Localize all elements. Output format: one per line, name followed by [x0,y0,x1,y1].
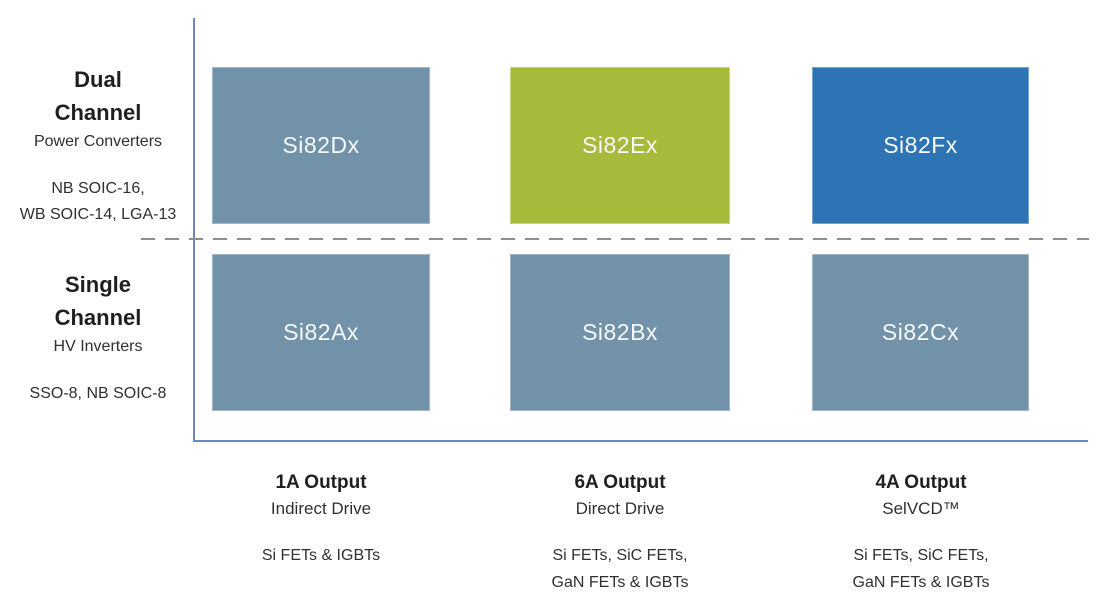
column-devices-label: Si FETs, SiC FETs, GaN FETs & IGBTs [551,547,689,591]
column-drive-label: Direct Drive [575,499,665,518]
product-cell-label: Si82Ax [283,319,359,345]
row-title: Dual Channel [54,67,142,125]
column-output-label: 4A Output [875,472,967,493]
product-cell-si82bx[interactable]: Si82Bx [510,254,730,411]
product-cell-label: Si82Cx [881,319,960,345]
product-cell-si82ex[interactable]: Si82Ex [510,67,730,224]
row-packages: NB SOIC-16, WB SOIC-14, LGA-13 [19,180,177,223]
product-cell-label: Si82Fx [883,132,958,158]
row-divider-dashed-line [141,238,1089,240]
column-footer-6a-output: 6A Output Direct Drive Si FETs, SiC FETs… [470,470,770,596]
y-axis-line [193,18,195,442]
product-cell-si82ax[interactable]: Si82Ax [212,254,430,411]
column-drive-label: Indirect Drive [270,499,372,518]
column-output-label: 1A Output [275,472,367,493]
column-devices-label: Si FETs, SiC FETs, GaN FETs & IGBTs [852,547,990,591]
column-output-label: 6A Output [574,472,666,493]
row-packages: SSO-8, NB SOIC-8 [29,385,167,402]
column-footer-4a-output: 4A Output SelVCD™ Si FETs, SiC FETs, GaN… [771,470,1071,596]
row-subtitle: HV Inverters [53,338,143,355]
x-axis-line [193,440,1088,442]
product-cell-si82cx[interactable]: Si82Cx [812,254,1029,411]
column-footer-1a-output: 1A Output Indirect Drive Si FETs & IGBTs [171,470,471,569]
row-subtitle: Power Converters [33,133,163,150]
column-devices-label: Si FETs & IGBTs [261,547,381,564]
row-header-dual-channel: Dual Channel Power Converters NB SOIC-16… [2,63,194,228]
row-header-single-channel: Single Channel HV Inverters SSO-8, NB SO… [2,268,194,407]
product-cell-si82dx[interactable]: Si82Dx [212,67,430,224]
product-cell-label: Si82Dx [282,132,360,158]
column-drive-label: SelVCD™ [882,499,960,518]
product-cell-label: Si82Ex [582,132,658,158]
product-cell-label: Si82Bx [582,319,658,345]
row-title: Single Channel [54,272,142,330]
product-cell-si82fx[interactable]: Si82Fx [812,67,1029,224]
